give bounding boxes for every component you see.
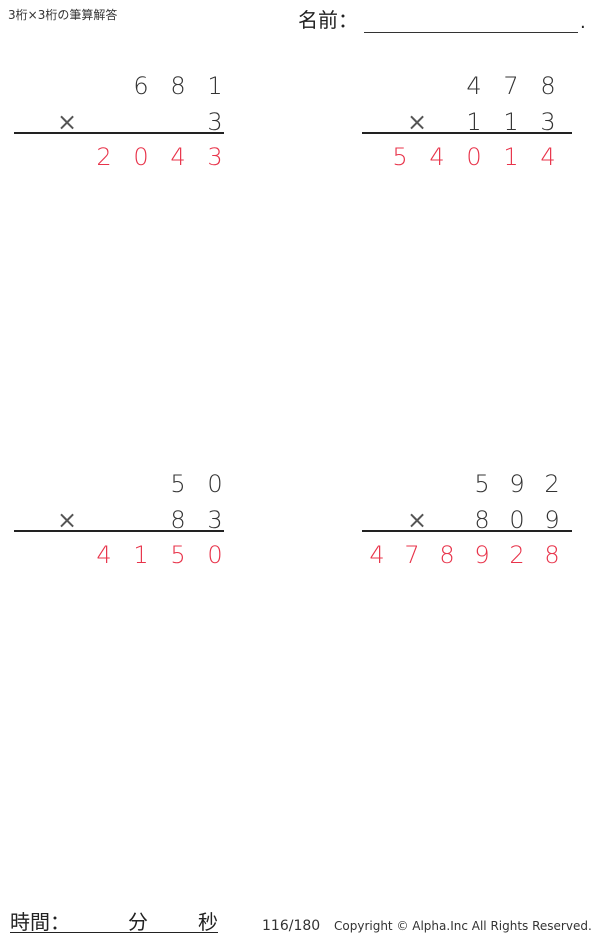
digit: 8 <box>170 506 186 534</box>
digit: 7 <box>404 541 420 569</box>
digit: 4 <box>540 143 556 171</box>
sum-rule <box>14 530 224 532</box>
digit: 5 <box>170 541 186 569</box>
digit: 1 <box>466 108 482 136</box>
page-number: 116/180 <box>262 918 321 934</box>
name-end-mark: . <box>580 12 586 33</box>
digit: 8 <box>170 72 186 100</box>
digit: 0 <box>509 506 525 534</box>
minutes-label: 分 <box>128 910 148 934</box>
digit: 8 <box>474 506 490 534</box>
digit: 3 <box>207 143 223 171</box>
digit: 0 <box>207 470 223 498</box>
digit: 1 <box>207 72 223 100</box>
sum-rule <box>362 530 572 532</box>
worksheet-title: 3桁×3桁の筆算解答 <box>8 8 118 22</box>
digit: 3 <box>207 108 223 136</box>
digit: 8 <box>540 72 556 100</box>
multiply-sign: × <box>406 506 428 534</box>
digit: 4 <box>466 72 482 100</box>
digit: 3 <box>540 108 556 136</box>
multiply-sign: × <box>406 108 428 136</box>
digit: 0 <box>466 143 482 171</box>
digit: 8 <box>439 541 455 569</box>
digit: 2 <box>544 470 560 498</box>
digit: 0 <box>133 143 149 171</box>
multiply-sign: × <box>56 108 78 136</box>
time-field: 時間： 分 秒 <box>10 906 218 934</box>
digit: 1 <box>133 541 149 569</box>
name-field: 名前： . <box>298 4 586 33</box>
digit: 4 <box>96 541 112 569</box>
copyright-text: Copyright © Alpha.Inc All Rights Reserve… <box>334 919 592 933</box>
digit: 5 <box>392 143 408 171</box>
multiply-sign: × <box>56 506 78 534</box>
digit: 0 <box>207 541 223 569</box>
digit: 1 <box>503 143 519 171</box>
multiplier-row: ×3 <box>12 104 224 140</box>
digit: 4 <box>369 541 385 569</box>
name-input-line[interactable] <box>364 12 578 33</box>
name-label: 名前： <box>298 8 358 32</box>
digit: 5 <box>170 470 186 498</box>
seconds-label: 秒 <box>198 910 218 934</box>
digit: 9 <box>544 506 560 534</box>
digit: 8 <box>544 541 560 569</box>
digit: 2 <box>96 143 112 171</box>
digit: 9 <box>509 470 525 498</box>
digit: 3 <box>207 506 223 534</box>
sum-rule <box>362 132 572 134</box>
digit: 2 <box>509 541 525 569</box>
digit: 4 <box>429 143 445 171</box>
time-label: 時間： <box>10 910 70 934</box>
sum-rule <box>14 132 224 134</box>
footer-copyright: 116/180 Copyright © Alpha.Inc All Rights… <box>262 918 592 934</box>
digit: 5 <box>474 470 490 498</box>
digit: 4 <box>170 143 186 171</box>
digit: 9 <box>474 541 490 569</box>
digit: 1 <box>503 108 519 136</box>
digit: 6 <box>133 72 149 100</box>
digit: 7 <box>503 72 519 100</box>
